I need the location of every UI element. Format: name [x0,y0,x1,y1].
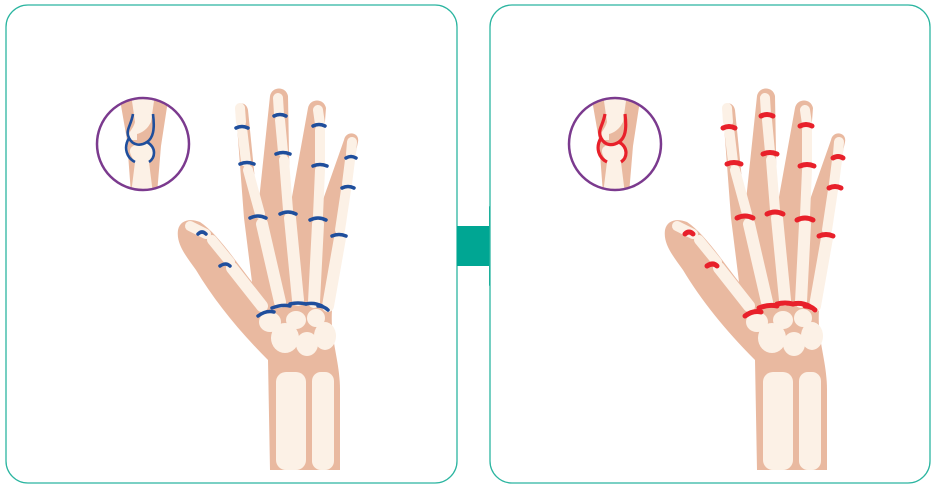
healthy-panel [6,5,457,483]
healthy-panel-border [6,5,457,483]
arthritic-panel [490,5,930,483]
arthritic-panel-border [490,5,930,483]
